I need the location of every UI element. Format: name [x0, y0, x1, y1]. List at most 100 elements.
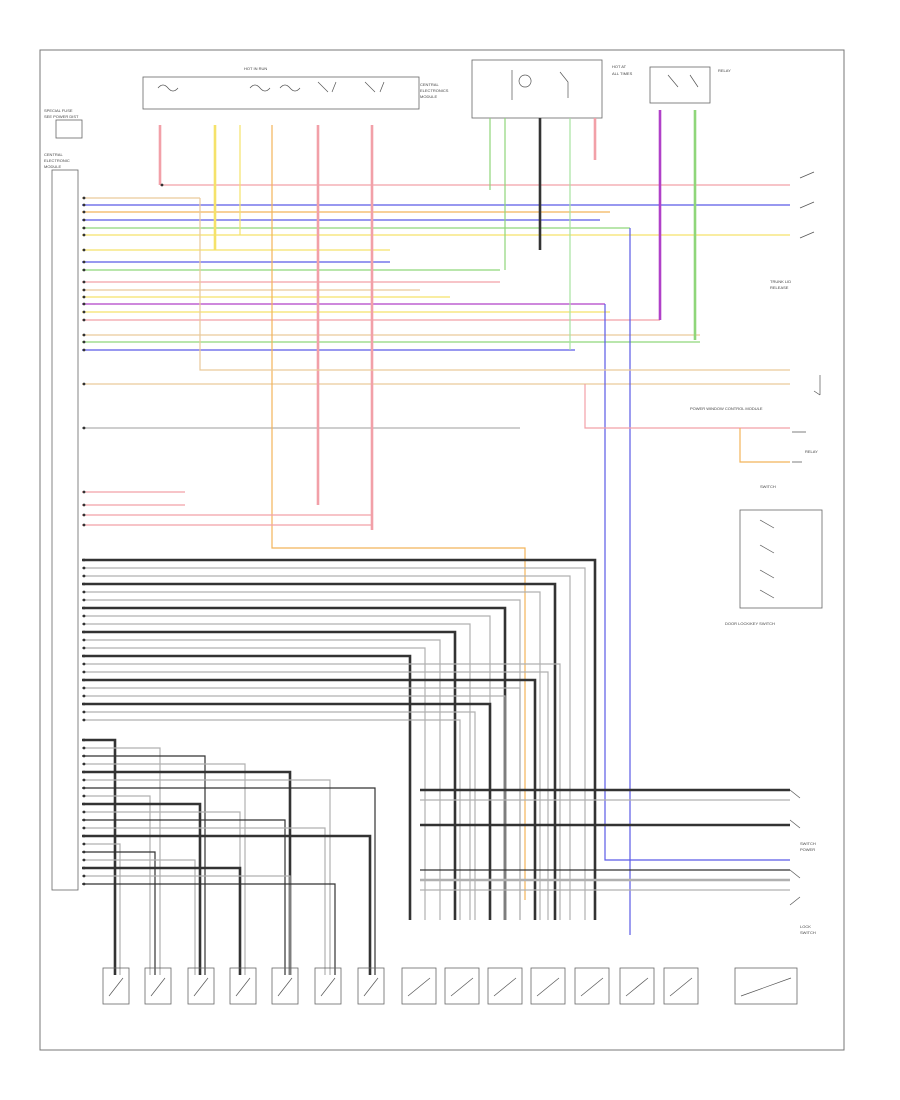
component-c13	[619, 967, 655, 1005]
relay-box-top-right	[649, 66, 711, 104]
svg-text:RELEASE: RELEASE	[770, 285, 789, 290]
pin-dark-15	[82, 678, 86, 682]
wire-low-bundle-3	[82, 763, 246, 975]
pin-dark-5	[82, 598, 86, 602]
pin-dark-8	[82, 622, 86, 626]
pin-dark-11	[82, 646, 86, 650]
pin-red-lower-3	[82, 523, 86, 527]
wire-low-bundle-16	[82, 866, 242, 975]
pin-red-lower-0	[82, 490, 86, 494]
pin-low-8	[82, 802, 86, 806]
component-box	[102, 967, 130, 1005]
component-c4	[229, 967, 257, 1005]
svg-text:ELECTRONIC: ELECTRONIC	[44, 158, 70, 163]
svg-text:SWITCH: SWITCH	[800, 930, 816, 935]
wire-dark-bundle-3	[82, 582, 557, 920]
fuse-box-left-small	[55, 119, 83, 139]
component-c15	[734, 967, 798, 1005]
component-box	[487, 967, 523, 1005]
pin-low-1	[82, 746, 86, 750]
pin-dark-1	[82, 566, 86, 570]
pin-run-5	[82, 226, 86, 230]
pin-run-7	[82, 248, 86, 252]
pin-run-12	[82, 295, 86, 299]
pin-low-9	[82, 810, 86, 814]
svg-text:CENTRAL: CENTRAL	[44, 152, 63, 157]
svg-text:SPECIAL FUSE: SPECIAL FUSE	[44, 108, 73, 113]
pin-low-12	[82, 834, 86, 838]
wire-dark-bundle-2	[82, 575, 571, 920]
svg-text:HOT AT: HOT AT	[612, 64, 627, 69]
diagram-frame	[39, 49, 845, 1051]
svg-text:MODULE: MODULE	[44, 164, 61, 169]
component-box	[314, 967, 342, 1005]
component-box	[530, 967, 566, 1005]
component-switch-symbol	[235, 977, 251, 997]
pin-low-7	[82, 794, 86, 798]
pin-dark-10	[82, 638, 86, 642]
wire-dark-bundle-14	[82, 671, 549, 920]
component-box	[271, 967, 299, 1005]
pin-low-0	[82, 738, 86, 742]
wire-low-bundle-14	[82, 851, 156, 975]
pin-dark-16	[82, 686, 86, 690]
component-switch-symbol	[320, 977, 336, 997]
wire-dark-bundle-9	[82, 630, 457, 920]
pin-dark-7	[82, 614, 86, 618]
component-switch-symbol	[536, 977, 560, 997]
wire-low-bundle-11	[82, 827, 326, 975]
component-box	[663, 967, 699, 1005]
wire-dark-bundle-20	[82, 719, 461, 920]
pin-run-20	[82, 426, 86, 430]
component-box	[444, 967, 480, 1005]
pin-run-8	[82, 260, 86, 264]
svg-text:MODULE: MODULE	[420, 94, 437, 99]
wire-dark-bundle-16	[82, 687, 521, 920]
pin-dark-6	[82, 606, 86, 610]
pin-run-9	[82, 268, 86, 272]
component-box	[401, 967, 437, 1005]
wire-red-bottom-run	[584, 384, 790, 429]
wire-tan-long	[199, 198, 790, 371]
wire-dark-bundle-10	[82, 639, 441, 920]
wire-low-bundle-2	[82, 755, 206, 975]
component-switch-symbol	[363, 977, 379, 997]
pin-dark-9	[82, 630, 86, 634]
wire-low-bundle-10	[82, 819, 286, 975]
wire-dark-bundle-11	[82, 647, 426, 920]
pin-dark-19	[82, 710, 86, 714]
component-c10	[487, 967, 523, 1005]
pin-dark-3	[82, 582, 86, 586]
pin-low-17	[82, 874, 86, 878]
pin-run-11	[82, 288, 86, 292]
pin-low-15	[82, 858, 86, 862]
svg-text:SWITCH: SWITCH	[760, 484, 776, 489]
right-labels: TRUNK LID RELEASE POWER WINDOW CONTROL M…	[690, 279, 818, 935]
wire-dark-bundle-17	[82, 695, 506, 920]
wire-dark-bundle-19	[82, 711, 476, 920]
svg-text:DOOR LOCK/KEY SWITCH: DOOR LOCK/KEY SWITCH	[725, 621, 775, 626]
pin-dark-18	[82, 702, 86, 706]
pin-dark-13	[82, 662, 86, 666]
component-c8	[401, 967, 437, 1005]
pin-run-15	[82, 318, 86, 322]
component-switch-symbol	[669, 977, 693, 997]
pin-run-10	[82, 280, 86, 284]
pin-dark-2	[82, 574, 86, 578]
pin-dark-17	[82, 694, 86, 698]
fuse-box-top-center	[471, 59, 603, 119]
svg-text:HOT IN RUN: HOT IN RUN	[244, 66, 267, 71]
component-switch-symbol	[407, 977, 431, 997]
pin-red-lower-2	[82, 513, 86, 517]
wire-low-bundle-13	[82, 843, 121, 975]
right-switches	[739, 171, 823, 906]
pin-dark-14	[82, 670, 86, 674]
pin-low-11	[82, 826, 86, 830]
pin-run-6	[82, 233, 86, 237]
pin-run-4	[82, 218, 86, 222]
pin-low-10	[82, 818, 86, 822]
component-c3	[187, 967, 215, 1005]
wire-low-bundle-0	[82, 738, 117, 975]
component-box	[734, 967, 798, 1005]
pin-dark-0	[82, 558, 86, 562]
